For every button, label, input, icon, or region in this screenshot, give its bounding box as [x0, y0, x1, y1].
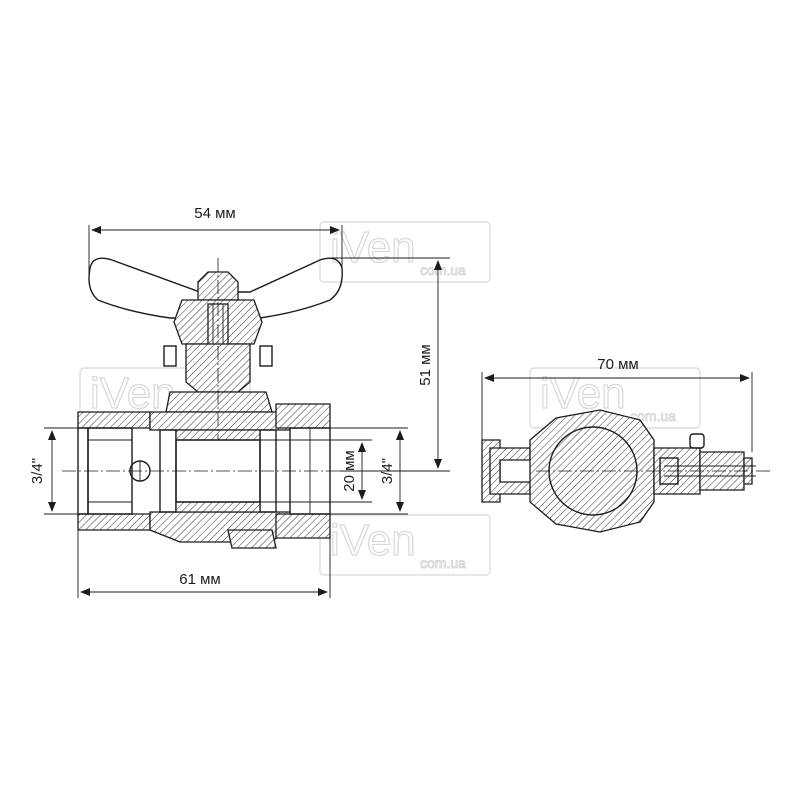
dimension-length: 61 мм	[77, 530, 331, 598]
length-label: 61 мм	[179, 571, 220, 588]
watermark-top: iVen com.ua	[319, 221, 491, 283]
bore-label: 20 мм	[341, 450, 358, 491]
watermark-domain: com.ua	[420, 555, 466, 571]
dimension-bore: 20 мм	[260, 439, 372, 503]
dimension-thread-right: 3/4"	[330, 427, 408, 515]
valve-side-view	[481, 409, 772, 533]
watermark-bottom: iVen com.ua	[319, 514, 491, 576]
watermark-brand: iVen	[540, 369, 626, 418]
watermark-domain: com.ua	[420, 262, 466, 278]
handle-width-label: 54 мм	[194, 205, 235, 222]
thread-right-label: 3/4"	[379, 458, 396, 484]
watermark-brand: iVen	[330, 516, 416, 565]
height-label: 51 мм	[417, 344, 434, 385]
dimension-thread-left: 3/4"	[29, 427, 88, 515]
side-width-label: 70 мм	[597, 356, 638, 373]
thread-left-label: 3/4"	[29, 458, 46, 484]
watermark-brand: iVen	[90, 369, 176, 418]
watermark-middle: iVen iVen com.ua	[79, 367, 701, 429]
dimension-side-width: 70 мм	[481, 356, 753, 452]
dimension-height: 51 мм	[330, 257, 450, 472]
dimension-handle-width: 54 мм	[88, 205, 343, 276]
watermark-brand: iVen	[330, 223, 416, 272]
valve-front-view	[62, 257, 350, 549]
watermark-domain: com.ua	[630, 408, 676, 424]
